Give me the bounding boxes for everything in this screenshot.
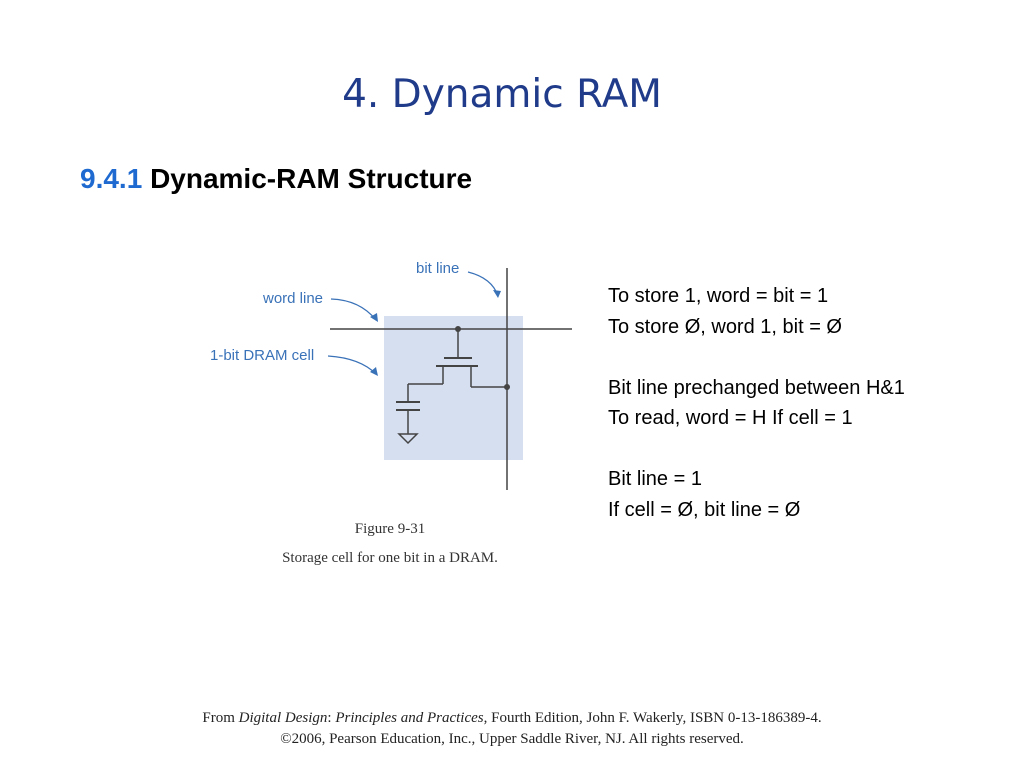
note-line: To store Ø, word 1, bit = Ø xyxy=(608,315,842,338)
source-credit: From Digital Design: Principles and Prac… xyxy=(0,708,1024,750)
cell-arrowhead xyxy=(370,367,378,376)
book-subtitle: Principles and Practices xyxy=(335,710,484,726)
note-line xyxy=(608,342,905,373)
section-number: 9.4.1 xyxy=(80,163,143,194)
note-line: To read, word = H If cell = 1 xyxy=(608,407,853,429)
note-line xyxy=(608,434,905,465)
credit-prefix: From xyxy=(202,710,239,726)
section-heading: 9.4.1 Dynamic-RAM Structure xyxy=(80,163,472,195)
word-line-arrow xyxy=(330,298,377,321)
note-line: Bit line prechanged between H&1 xyxy=(608,376,905,399)
bit-line-junction xyxy=(504,384,510,390)
dram-cell-schematic xyxy=(327,268,572,490)
dram-cell-figure: bit line word line 1-bit DRAM cell xyxy=(200,250,600,500)
book-title: Digital Design xyxy=(238,710,328,726)
bit-line-arrowhead xyxy=(493,290,501,298)
note-line: If cell = Ø, bit line = Ø xyxy=(608,498,801,521)
credit-colon: : xyxy=(327,710,336,726)
bit-line-label: bit line xyxy=(416,260,460,277)
copyright-line: ©2006, Pearson Education, Inc., Upper Sa… xyxy=(280,731,744,747)
cell-highlight xyxy=(384,316,523,460)
note-line: Bit line = 1 xyxy=(608,468,702,490)
note-line: To store 1, word = bit = 1 xyxy=(608,285,829,307)
credit-details: , Fourth Edition, John F. Wakerly, ISBN … xyxy=(483,710,822,726)
notes-block: To store 1, word = bit = 1 To store Ø, w… xyxy=(608,281,905,525)
word-line-arrowhead xyxy=(370,313,378,322)
dram-cell-label: 1-bit DRAM cell xyxy=(210,347,315,364)
word-line-label: word line xyxy=(263,290,324,307)
cell-arrow xyxy=(327,355,377,375)
ground-icon xyxy=(397,433,419,445)
bit-line-arrow xyxy=(467,271,499,297)
source-credit-line1: From Digital Design: Principles and Prac… xyxy=(0,708,1024,729)
figure-caption: Storage cell for one bit in a DRAM. xyxy=(282,550,498,566)
section-title: Dynamic-RAM Structure xyxy=(150,163,473,194)
slide-title: 4. Dynamic RAM xyxy=(342,72,662,117)
figure-number: Figure 9-31 xyxy=(354,521,426,537)
